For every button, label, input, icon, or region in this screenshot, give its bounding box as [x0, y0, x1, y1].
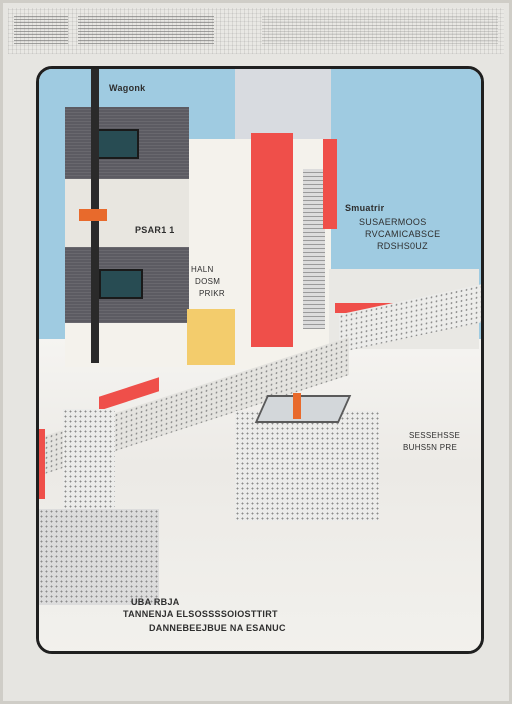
label-right-low2: BUHS5N PRE [403, 443, 458, 452]
top-panel-right [262, 14, 498, 44]
red-column [251, 133, 293, 347]
building-upper-window [91, 129, 139, 159]
label-center-3: PRIKR [199, 289, 225, 298]
center-cube [235, 411, 379, 521]
ladder-tower [303, 169, 325, 329]
label-bottom-3: DANNEBEEJBUE NA ESANUC [149, 623, 286, 633]
label-center-2: DOSM [195, 277, 221, 286]
building-lower-window [99, 269, 143, 299]
top-panel-left [14, 14, 68, 44]
yellow-panel [187, 309, 235, 365]
label-center-1: HALN [191, 265, 214, 274]
label-right-line3: RDSHS0UZ [377, 241, 428, 251]
label-right-title: Smuatrir [345, 203, 385, 213]
label-right-low1: SESSEHSSE [409, 431, 461, 440]
skylight-orange-post [293, 393, 301, 419]
red-strip-tower [323, 139, 337, 229]
illustration-frame: Wagonk PSAR1 1 Smuatrir SUSAERMOOS RVCAM… [36, 66, 484, 654]
cube-skylight [254, 395, 352, 423]
left-low-block [39, 509, 159, 605]
label-top-tag: Wagonk [109, 83, 146, 93]
label-left-mid: PSAR1 1 [135, 225, 175, 235]
label-right-line1: SUSAERMOOS [359, 217, 427, 227]
left-red-post [39, 429, 45, 499]
label-bottom-1: UBA RBJA [131, 597, 180, 607]
label-right-line2: RVCAMICABSCE [365, 229, 441, 239]
top-panel-center [78, 14, 214, 44]
center-tower-top [235, 69, 331, 139]
orange-flag [79, 209, 107, 221]
building-base-wall [65, 323, 189, 367]
label-bottom-2: TANNENJA ELSOSSSSOIOSTTIRT [123, 609, 278, 619]
